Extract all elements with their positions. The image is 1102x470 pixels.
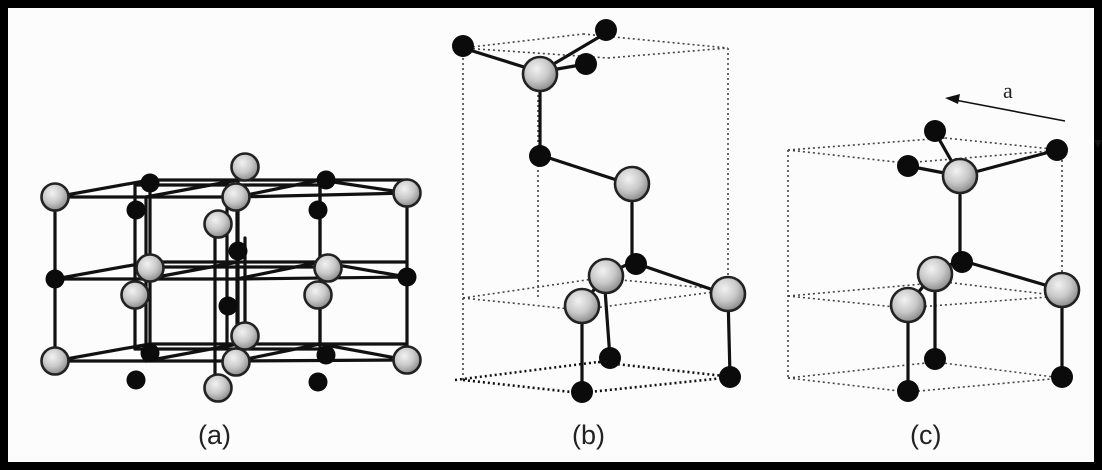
panel-c-atoms [889, 120, 1081, 402]
panel-b-label: (b) [572, 420, 605, 450]
panel-b-cell-edges [454, 33, 734, 395]
panel-a-atoms [40, 152, 422, 403]
panel-b-atoms [452, 19, 747, 403]
panel-b-bonds [461, 31, 732, 392]
panel-c-unit-cell [787, 94, 1102, 402]
panel-b-unit-cell [452, 19, 747, 403]
panel-c-label: (c) [910, 420, 942, 450]
lattice-vector-arrow-icon [945, 94, 1102, 148]
panel-a-rocksalt-lattice [40, 152, 422, 403]
panel-a-label: (a) [198, 420, 231, 450]
lattice-vector-label: a [1003, 78, 1013, 103]
